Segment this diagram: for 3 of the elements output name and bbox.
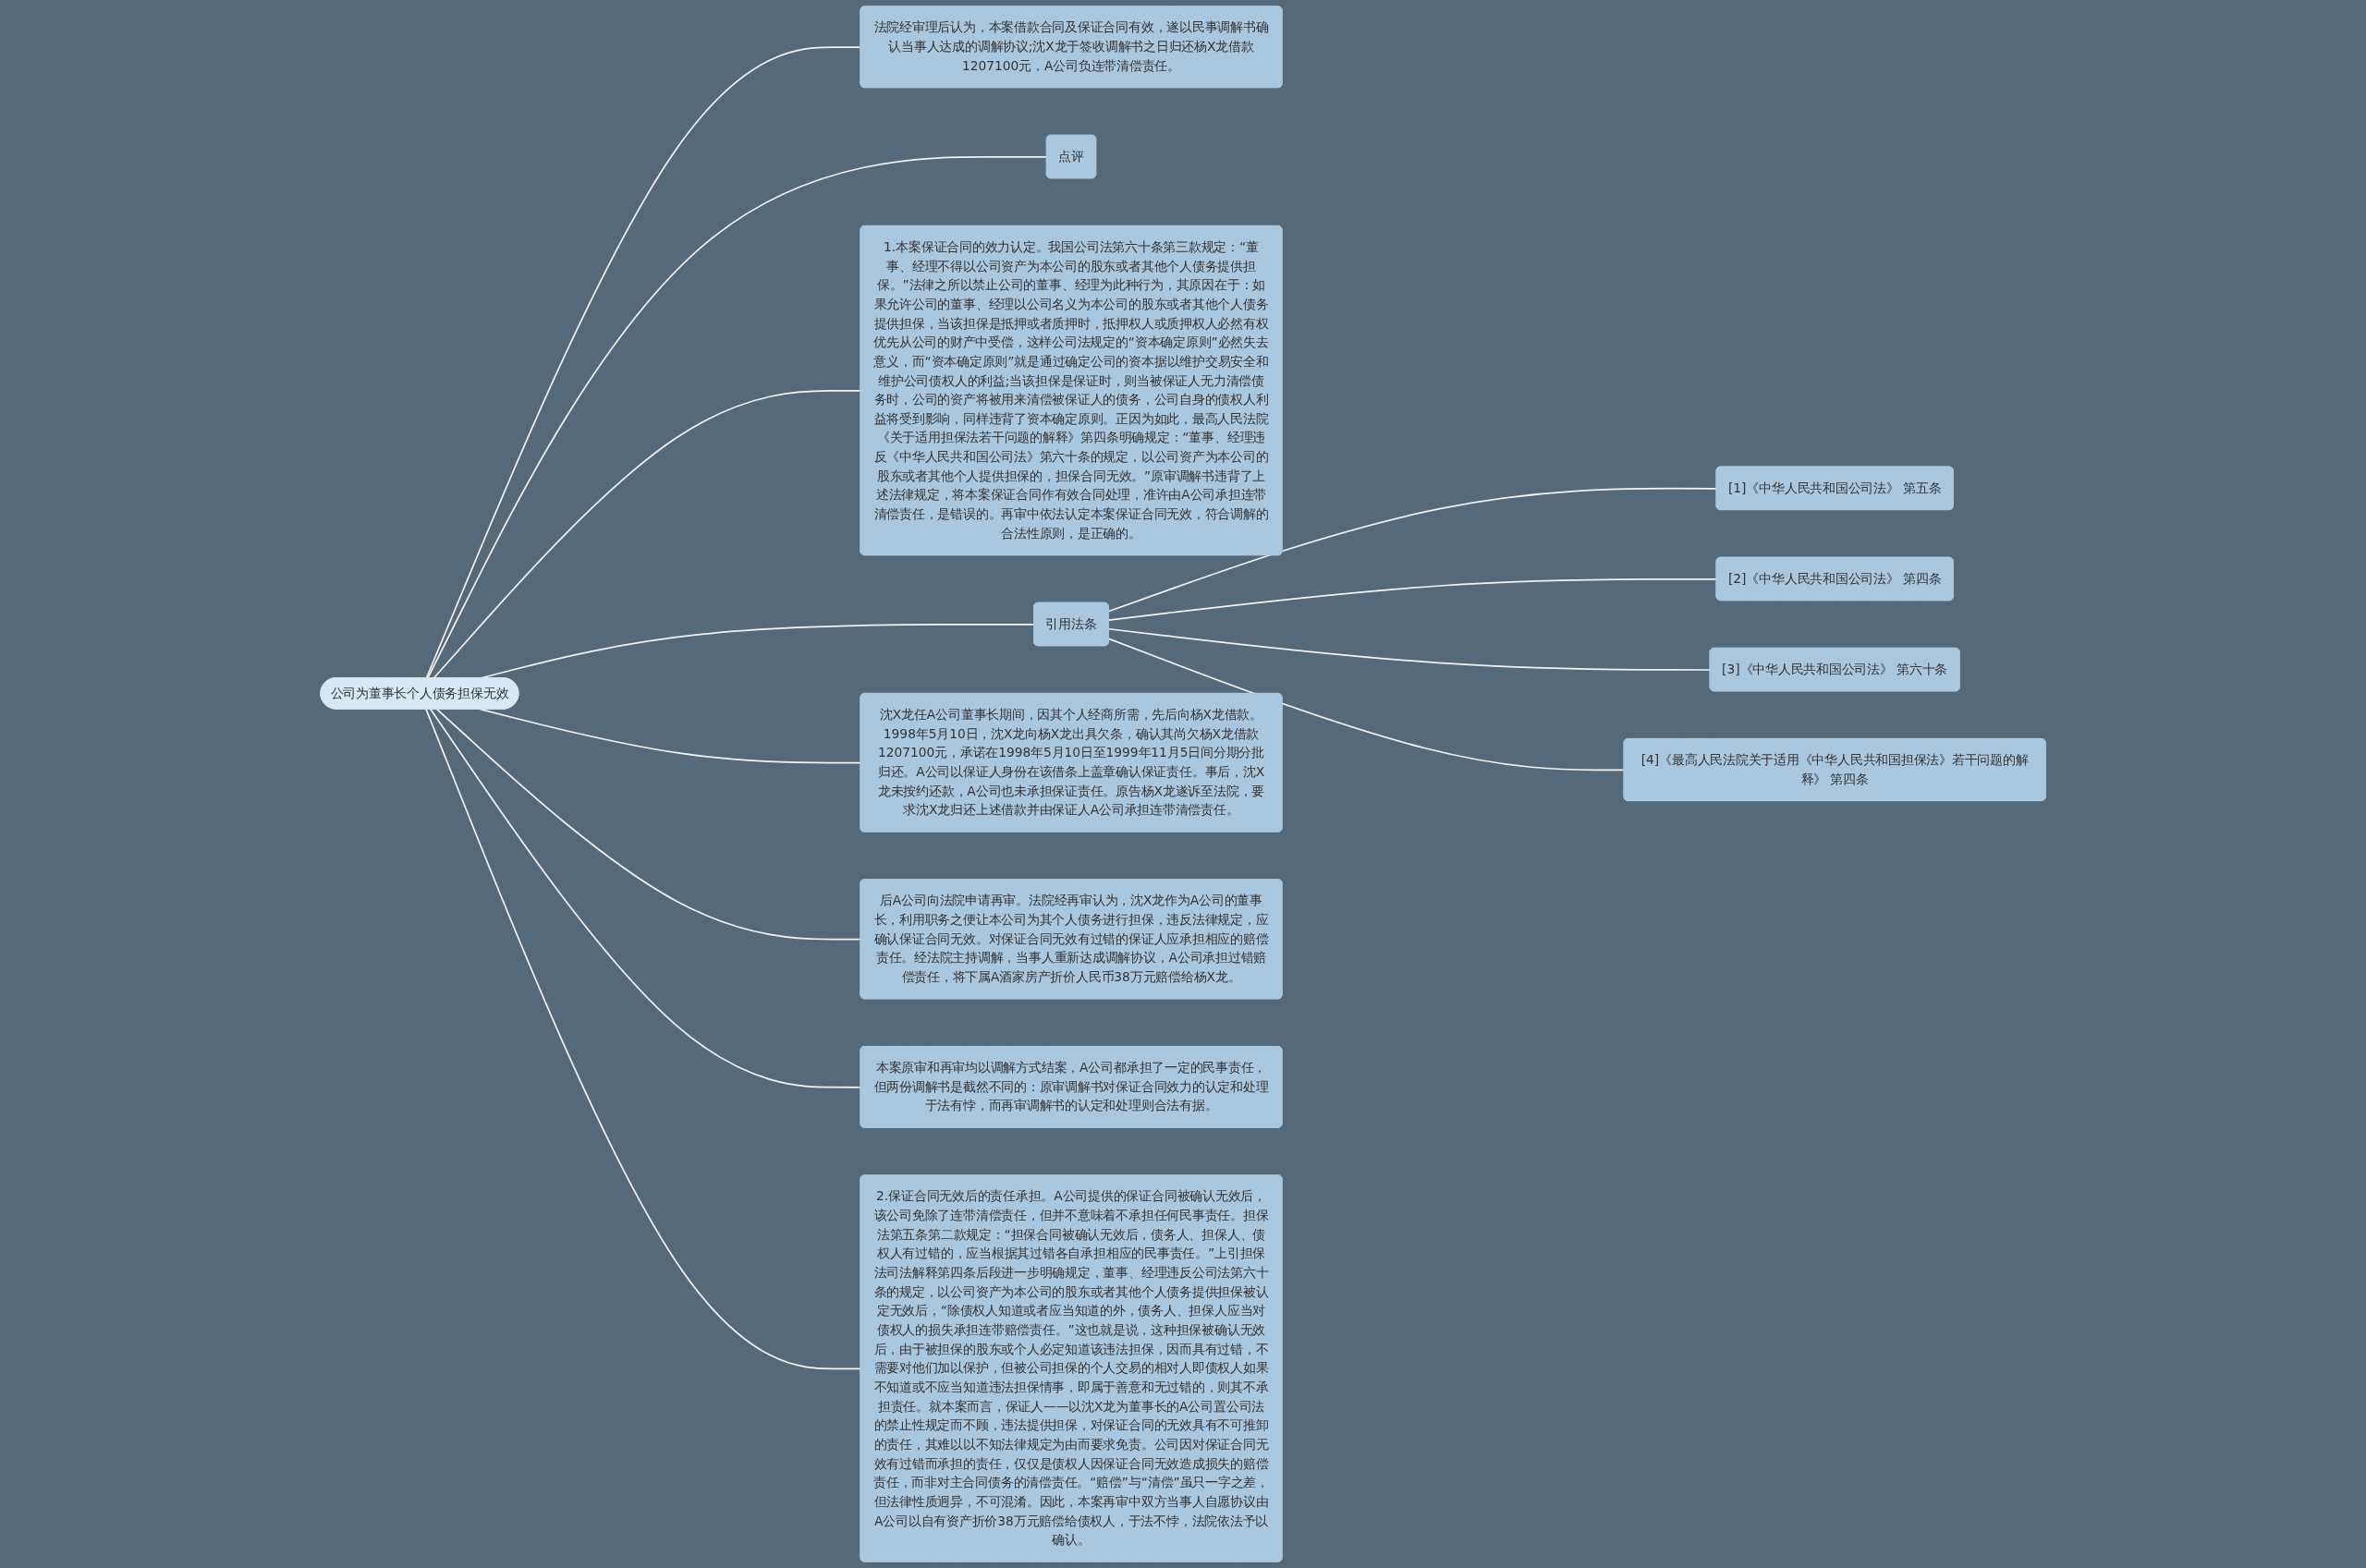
connector bbox=[1108, 638, 1626, 772]
connector bbox=[426, 156, 1048, 679]
connector bbox=[1108, 627, 1712, 671]
